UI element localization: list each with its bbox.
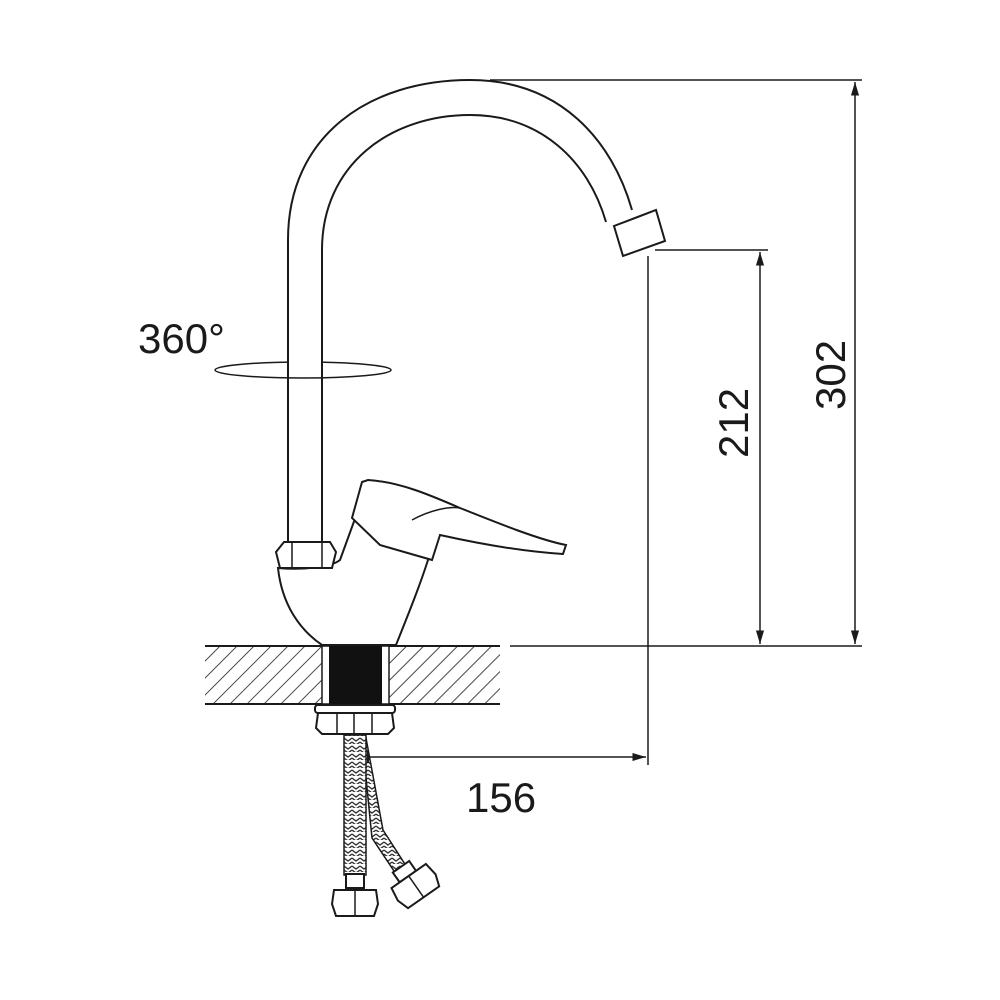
lever-handle: [350, 478, 568, 562]
mounting-nut: [314, 712, 396, 735]
spout-height-label: 212: [710, 388, 757, 458]
supply-hoses: [330, 734, 441, 917]
spout: [287, 78, 667, 545]
dimension-lines: [367, 79, 862, 765]
aerator-nozzle: [612, 208, 667, 258]
rotation-label: 360°: [138, 315, 225, 362]
spout-reach-label: 156: [466, 774, 536, 821]
mounting-stud: [329, 646, 382, 704]
hex-nut: [274, 541, 338, 569]
total-height-label: 302: [807, 340, 854, 410]
countertop-section: [205, 645, 500, 735]
faucet-body: [274, 478, 568, 646]
